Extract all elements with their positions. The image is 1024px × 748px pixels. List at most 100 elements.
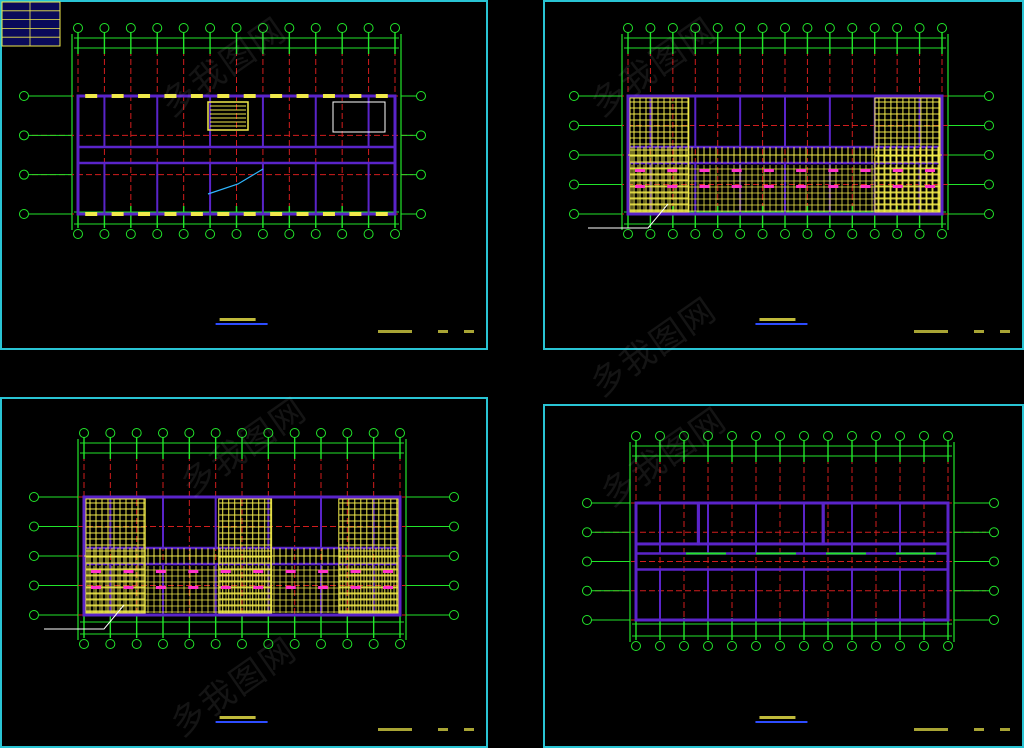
title-block-mark bbox=[438, 330, 448, 333]
window bbox=[349, 212, 362, 216]
rebar-mark bbox=[155, 586, 166, 589]
grid-bubble bbox=[390, 23, 400, 33]
grid-bubble bbox=[184, 639, 195, 649]
exterior-wall bbox=[76, 94, 397, 216]
grid-bubble bbox=[342, 639, 353, 649]
drawing-title-mark bbox=[219, 318, 256, 321]
grid-bubble bbox=[310, 23, 321, 33]
window bbox=[349, 94, 362, 98]
grid-bubble bbox=[449, 610, 459, 620]
grid-bubble bbox=[210, 639, 221, 649]
grid-bubble bbox=[799, 431, 809, 441]
grid-bubble bbox=[871, 431, 881, 441]
grid-bubble bbox=[449, 492, 459, 502]
rebar-mark bbox=[188, 570, 199, 573]
window bbox=[243, 212, 256, 216]
grid-bubble bbox=[703, 641, 713, 651]
rebar-mark bbox=[796, 169, 807, 172]
grid-bubble bbox=[79, 428, 89, 438]
legend-table bbox=[1, 1, 61, 47]
window bbox=[85, 94, 98, 98]
restroom bbox=[332, 101, 386, 133]
grid-bubble bbox=[337, 23, 348, 33]
grid-bubble bbox=[943, 641, 953, 651]
grid-bubble bbox=[937, 23, 947, 33]
grid-bubble bbox=[780, 23, 790, 33]
grid-bubble bbox=[210, 428, 221, 438]
grid-bubble bbox=[667, 229, 678, 239]
grid-bubble bbox=[989, 585, 999, 596]
drawing-title-mark bbox=[759, 716, 796, 719]
grid-bubble bbox=[892, 229, 903, 239]
grid-bubble bbox=[416, 91, 426, 101]
grid-bubble bbox=[99, 23, 110, 33]
grid-bubble bbox=[231, 229, 242, 239]
grid-bubble bbox=[655, 641, 665, 651]
drawing-title-mark bbox=[219, 716, 256, 719]
grid-bubble bbox=[895, 641, 905, 651]
window bbox=[270, 94, 283, 98]
grid-bubble bbox=[263, 639, 274, 649]
grid-bubble bbox=[395, 639, 405, 649]
window bbox=[190, 94, 203, 98]
rebar-mark bbox=[860, 185, 871, 188]
grid-bubble bbox=[73, 23, 83, 33]
grid-bubble bbox=[284, 23, 295, 33]
grid-bubble bbox=[337, 229, 348, 239]
rebar-mark bbox=[123, 586, 134, 589]
grid-bubble bbox=[19, 169, 29, 180]
grid-bubble bbox=[79, 639, 89, 649]
grid-bubble bbox=[631, 431, 641, 441]
leader-line bbox=[44, 604, 125, 630]
grid-bubble bbox=[623, 229, 633, 239]
window bbox=[296, 94, 309, 98]
structure-plan-sheet-upper bbox=[543, 0, 1024, 350]
grid-bubble bbox=[29, 610, 39, 620]
grid-bubble bbox=[824, 229, 835, 239]
sheet-border bbox=[543, 0, 1024, 350]
grid-bubble bbox=[390, 229, 400, 239]
drawing-title-mark bbox=[759, 318, 796, 321]
grid-bubble bbox=[892, 23, 903, 33]
grid-bubble bbox=[569, 179, 579, 190]
grid-bubble bbox=[19, 209, 29, 219]
structure-plan-sheet-lower bbox=[0, 397, 488, 748]
grid-bubble bbox=[131, 428, 142, 438]
rebar-mark bbox=[318, 586, 329, 589]
room-outline bbox=[634, 501, 700, 546]
title-block-mark bbox=[1000, 330, 1010, 333]
title-block-mark bbox=[378, 728, 412, 731]
grid-bubble bbox=[449, 580, 459, 591]
grid-bubble bbox=[152, 229, 163, 239]
window bbox=[164, 94, 177, 98]
grid-bubble bbox=[289, 428, 300, 438]
grid-bubble bbox=[780, 229, 790, 239]
window bbox=[322, 212, 335, 216]
grid-bubble bbox=[847, 229, 858, 239]
grid-bubble bbox=[152, 23, 163, 33]
grid-bubble bbox=[569, 91, 579, 101]
grid-bubble bbox=[914, 23, 925, 33]
grid-bubble bbox=[569, 209, 579, 219]
grid-bubble bbox=[847, 641, 857, 651]
grid-bubble bbox=[679, 431, 689, 441]
grid-bubble bbox=[158, 428, 168, 438]
grid-bubble bbox=[289, 639, 300, 649]
window bbox=[190, 212, 203, 216]
grid-bubble bbox=[869, 23, 880, 33]
grid-bubble bbox=[847, 431, 857, 441]
wall-plan-sheet bbox=[543, 404, 1024, 748]
rebar-mark bbox=[892, 185, 903, 188]
window bbox=[375, 212, 388, 216]
sheet-border bbox=[0, 397, 488, 748]
grid-bubble bbox=[395, 428, 405, 438]
grid-bubble bbox=[569, 120, 579, 131]
grid-bubble bbox=[310, 229, 321, 239]
stair bbox=[207, 101, 249, 131]
title-block-mark bbox=[378, 330, 412, 333]
grid-bubble bbox=[679, 641, 689, 651]
title-block-mark bbox=[914, 728, 948, 731]
grid-bubble bbox=[363, 23, 374, 33]
grid-bubble bbox=[257, 23, 268, 33]
window bbox=[270, 212, 283, 216]
